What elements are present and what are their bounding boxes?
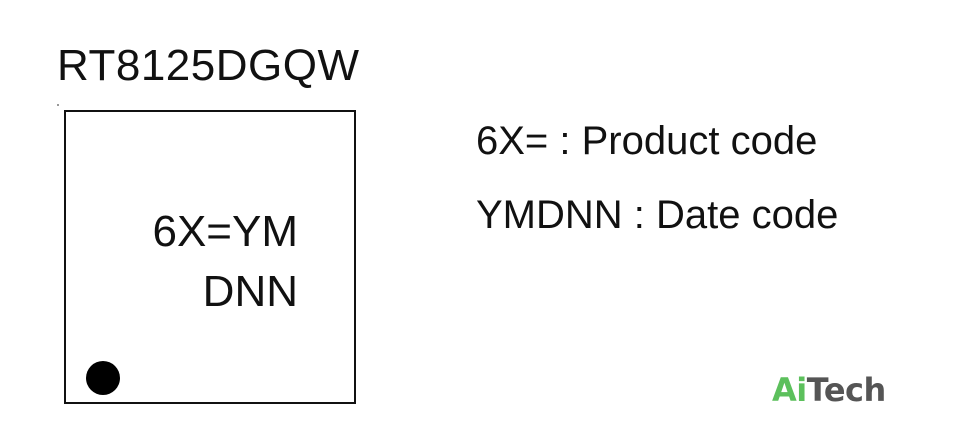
chip-marking-line-1: 6X=YM <box>152 207 298 256</box>
pin1-indicator-dot <box>86 361 120 395</box>
legend-product-code: 6X= : Product code <box>476 119 818 163</box>
part-number-label: RT8125DGQW <box>57 41 360 90</box>
chip-package-outline: 6X=YM DNN <box>64 110 356 404</box>
aitech-logo-suffix: Tech <box>806 371 887 409</box>
tiny-mark <box>57 104 59 106</box>
aitech-logo: AiTech <box>772 370 886 410</box>
legend-date-code: YMDNN : Date code <box>476 193 839 237</box>
aitech-logo-prefix: Ai <box>772 371 807 409</box>
chip-marking-line-2: DNN <box>202 267 298 316</box>
